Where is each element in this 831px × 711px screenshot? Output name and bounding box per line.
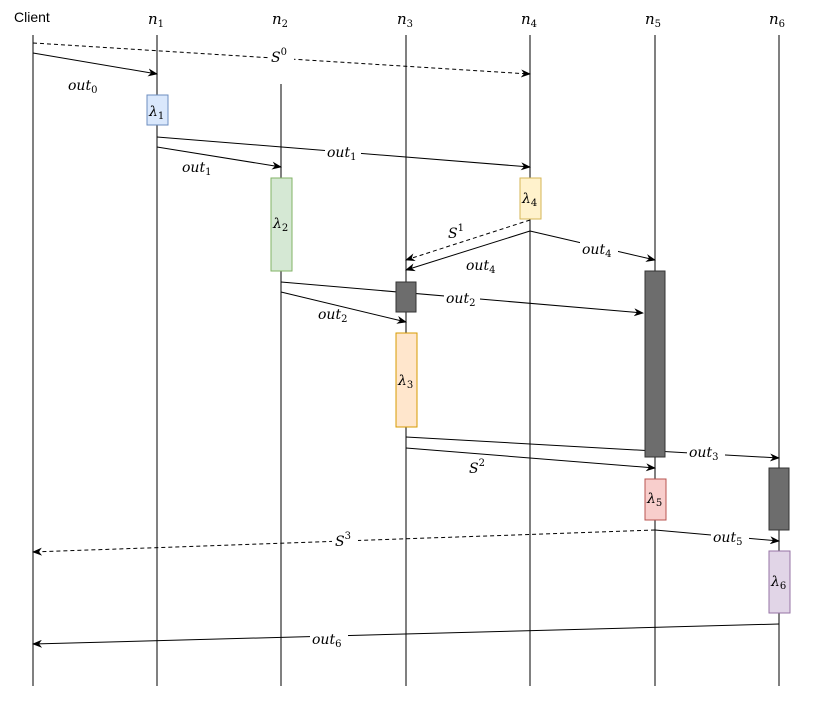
svg-text:λ6: λ6 — [770, 574, 786, 592]
svg-text:S2: S2 — [469, 458, 485, 477]
svg-text:out3: out3 — [689, 445, 718, 463]
svg-text:S0: S0 — [271, 47, 287, 66]
svg-text:λ1: λ1 — [148, 104, 164, 122]
svg-text:out4: out4 — [466, 258, 495, 276]
box-lambda5: λ5 — [644, 478, 667, 521]
box-lambda2: λ2 — [270, 177, 293, 272]
svg-text:λ2: λ2 — [272, 216, 288, 234]
svg-text:S3: S3 — [335, 531, 351, 550]
svg-text:λ4: λ4 — [521, 191, 537, 209]
lifeline-header-n2: n2 — [272, 10, 288, 30]
svg-text:out4: out4 — [582, 242, 611, 260]
message-out4-n3-arrow — [405, 230, 531, 272]
svg-text:λ3: λ3 — [397, 373, 413, 391]
svg-text:λ5: λ5 — [646, 491, 662, 509]
lifeline-header-n6: n6 — [769, 10, 785, 30]
message-S1-arrow — [405, 219, 531, 262]
svg-text:out5: out5 — [713, 530, 742, 548]
label-S0: S0 — [268, 46, 294, 66]
label-out2-n3: out2 — [318, 307, 347, 325]
label-out0: out0 — [68, 78, 97, 96]
lifeline-header-n4: n4 — [521, 10, 537, 30]
label-S2: S2 — [469, 458, 485, 477]
block-n6 — [768, 467, 790, 531]
label-out4-n3: out4 — [466, 258, 495, 276]
svg-text:n2: n2 — [272, 10, 288, 30]
svg-text:n5: n5 — [645, 10, 661, 30]
svg-text:out2: out2 — [318, 307, 347, 325]
box-lambda3: λ3 — [395, 332, 418, 428]
svg-text:out2: out2 — [446, 291, 475, 309]
label-out1-n2: out1 — [182, 160, 211, 178]
label-out6: out6 — [310, 630, 348, 650]
message-out0-arrow — [32, 52, 158, 77]
svg-text:out1: out1 — [327, 145, 356, 163]
box-lambda1: λ1 — [146, 94, 169, 126]
label-S1: S1 — [448, 223, 464, 242]
lifeline-header-n1: n1 — [148, 10, 164, 30]
message-out1-n2-arrow — [156, 146, 282, 170]
message-S2-arrow — [405, 447, 656, 472]
label-out1-n4: out1 — [325, 143, 361, 163]
svg-text:n1: n1 — [148, 10, 164, 30]
svg-text:S1: S1 — [448, 223, 464, 242]
lifeline-header-n5: n5 — [645, 10, 661, 30]
message-out6-arrow — [32, 623, 780, 648]
svg-text:out0: out0 — [68, 78, 97, 96]
label-out5: out5 — [711, 528, 749, 548]
message-out2-n3-arrow — [280, 291, 407, 324]
svg-text:n3: n3 — [397, 10, 413, 30]
box-lambda4: λ4 — [519, 177, 542, 220]
svg-text:out6: out6 — [312, 632, 341, 650]
svg-text:n6: n6 — [769, 10, 785, 30]
box-lambda6: λ6 — [768, 550, 791, 614]
label-out4-n5: out4 — [580, 240, 618, 260]
label-S3: S3 — [332, 531, 358, 552]
svg-text:out1: out1 — [182, 160, 211, 178]
block-n3 — [395, 281, 417, 313]
lifeline-header-client: Client — [14, 9, 50, 25]
svg-text:n4: n4 — [521, 10, 537, 30]
block-n5 — [644, 270, 666, 458]
lifeline-header-n3: n3 — [397, 10, 413, 30]
label-out3-n6: out3 — [687, 443, 725, 463]
label-out2-n5: out2 — [444, 289, 480, 309]
